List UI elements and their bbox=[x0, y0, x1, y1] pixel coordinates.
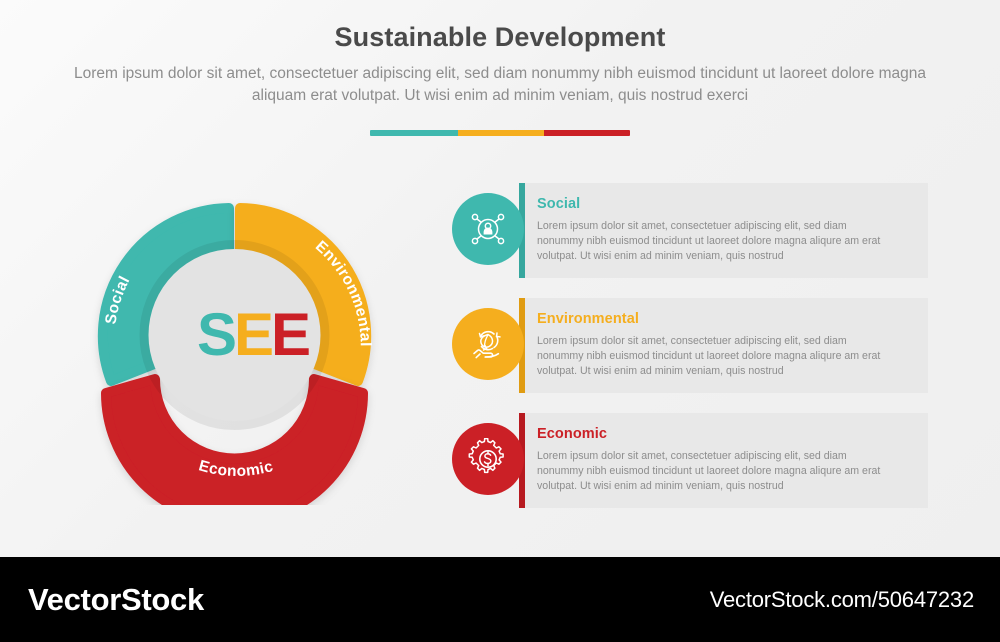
inner-shadow-ring bbox=[139, 240, 330, 430]
donut-segment-economic[interactable] bbox=[101, 374, 368, 505]
social-network-person-icon bbox=[452, 193, 524, 265]
row-background-panel bbox=[525, 298, 928, 393]
hand-holding-leaf-recycle-icon bbox=[452, 308, 524, 380]
row-background-panel bbox=[525, 183, 928, 278]
see-donut-diagram: Social Environmental Economic S E E bbox=[62, 165, 407, 505]
row-heading: Economic bbox=[537, 426, 608, 442]
detail-row-social[interactable]: Social Lorem ipsum dolor sit amet, conse… bbox=[452, 183, 932, 278]
detail-row-environmental[interactable]: Environmental Lorem ipsum dolor sit amet… bbox=[452, 298, 932, 393]
vectorstock-logo: VectorStock bbox=[28, 581, 204, 617]
tricolor-divider bbox=[370, 130, 630, 136]
detail-row-economic[interactable]: Economic Lorem ipsum dolor sit amet, con… bbox=[452, 413, 932, 508]
divider-segment-yellow bbox=[458, 130, 545, 136]
center-circle bbox=[148, 249, 321, 421]
donut-label-economic: Economic bbox=[197, 457, 275, 480]
watermark-footer: VectorStock VectorStock.com/50647232 bbox=[0, 557, 1000, 642]
page-title: Sustainable Development bbox=[334, 22, 666, 52]
row-heading: Environmental bbox=[537, 311, 640, 327]
detail-rows: Social Lorem ipsum dolor sit amet, conse… bbox=[452, 183, 932, 528]
row-heading: Social bbox=[537, 196, 581, 212]
vectorstock-url: VectorStock.com/50647232 bbox=[709, 586, 974, 612]
gear-dollar-icon bbox=[452, 423, 524, 495]
page-subtitle: Lorem ipsum dolor sit amet, consectetuer… bbox=[73, 65, 927, 104]
divider-segment-red bbox=[544, 130, 630, 136]
see-letter-s: S bbox=[197, 301, 237, 368]
divider-segment-teal bbox=[370, 130, 459, 136]
row-description: Lorem ipsum dolor sit amet, consectetuer… bbox=[537, 335, 881, 378]
row-description: Lorem ipsum dolor sit amet, consectetuer… bbox=[537, 450, 881, 493]
row-background-panel bbox=[525, 413, 928, 508]
header: Sustainable Development Lorem ipsum dolo… bbox=[0, 22, 1000, 107]
see-letter-e2: E bbox=[271, 301, 311, 368]
row-description: Lorem ipsum dolor sit amet, consectetuer… bbox=[537, 220, 881, 263]
see-wordmark: S E E bbox=[197, 301, 311, 368]
see-letter-e1: E bbox=[234, 301, 274, 368]
